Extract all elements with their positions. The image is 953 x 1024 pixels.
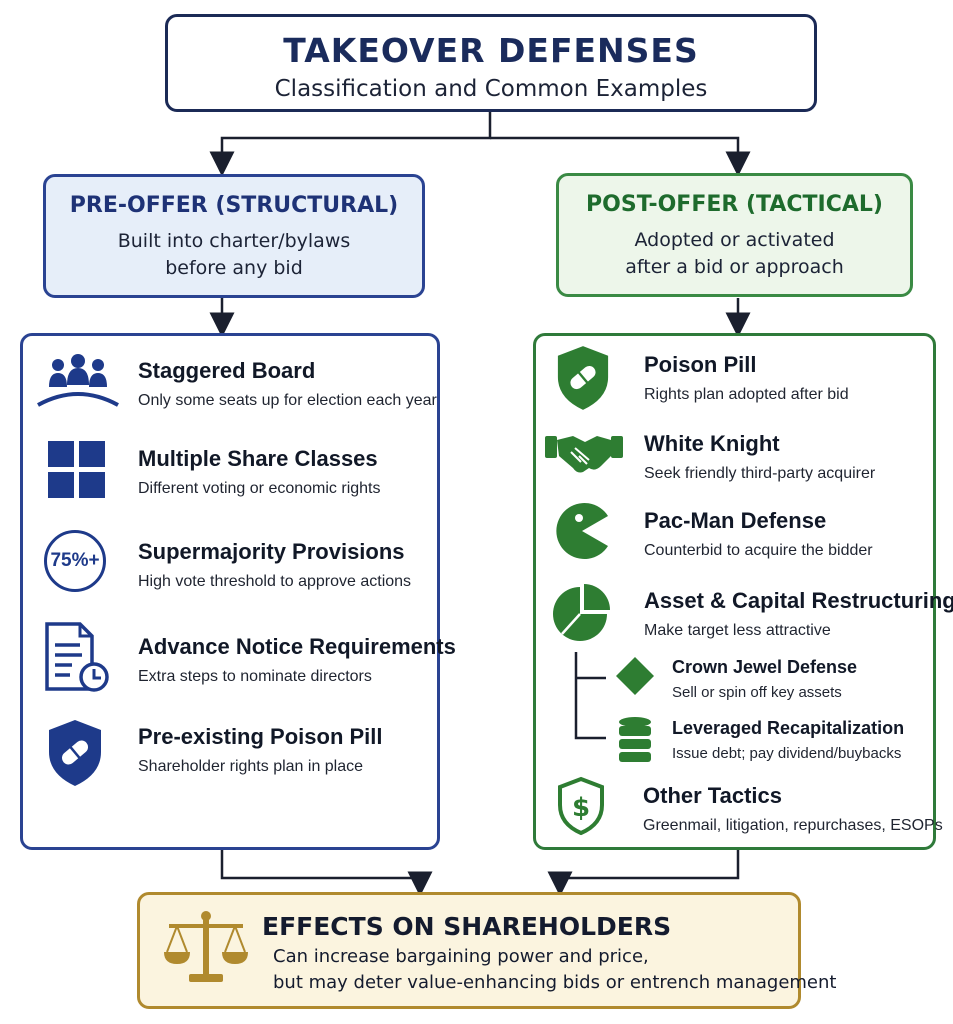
pre-item-supermajority: Supermajority Provisions High vote thres… [138,539,411,591]
shield-pill-icon [49,720,101,786]
item-name: Poison Pill [644,352,757,377]
title-to-split-connector [209,112,492,177]
handshake-icon [545,436,623,473]
item-desc: Shareholder rights plan in place [138,758,364,775]
pre-offer-desc-line1: Built into charter/bylaws [117,230,351,252]
item-desc: Sell or spin off key assets [672,684,842,701]
post-list-to-effects-connector [547,850,740,897]
item-name: White Knight [644,431,780,456]
post-offer-desc-line1: Adopted or activated [634,229,835,251]
pre-list-to-effects-connector [220,850,433,897]
pre-item-advance-notice: Advance Notice Requirements Extra steps … [138,634,456,686]
post-item-asset-restructuring: Asset & Capital Restructuring Make targe… [644,588,953,640]
item-name: Multiple Share Classes [138,446,378,471]
item-desc: Extra steps to nominate directors [138,668,372,685]
effects-line2: but may deter value-enhancing bids or en… [273,972,837,993]
item-name: Advance Notice Requirements [138,634,456,659]
diamond-icon [616,657,654,695]
item-name: Crown Jewel Defense [672,657,858,677]
effects-box [137,892,801,1009]
post-item-pac-man: Pac-Man Defense Counterbid to acquire th… [644,508,873,560]
coin-stack-icon [619,717,651,762]
item-desc: Counterbid to acquire the bidder [644,542,873,559]
document-clock-icon [45,622,109,692]
post-offer-desc-line2: after a bid or approach [625,256,844,278]
item-desc: Rights plan adopted after bid [644,386,849,403]
item-desc: High vote threshold to approve actions [138,573,412,590]
pre-item-multiple-share-classes: Multiple Share Classes Different voting … [138,446,380,498]
pre-offer-box: PRE-OFFER (STRUCTURAL) Built into charte… [43,174,425,298]
subitem-bracket [574,652,606,740]
item-name: Other Tactics [643,783,782,808]
effects-line1: Can increase bargaining power and price, [273,946,649,967]
grid-squares-icon [48,441,105,498]
item-desc: Issue debt; pay dividend/buybacks [672,745,902,762]
pie-chart-icon [553,584,610,641]
pac-man-icon [556,503,608,559]
pre-offer-desc-line2: before any bid [165,257,303,279]
post-offer-box: POST-OFFER (TACTICAL) Adopted or activat… [556,173,913,297]
post-offer-heading: POST-OFFER (TACTICAL) [586,192,883,217]
item-name: Asset & Capital Restructuring [644,588,953,613]
post-subitem-crown-jewel: Crown Jewel Defense Sell or spin off key… [672,657,857,701]
svg-text:$: $ [572,793,590,823]
item-name: Staggered Board [138,358,316,383]
item-desc: Greenmail, litigation, repurchases, ESOP… [643,817,943,834]
post-item-white-knight: White Knight Seek friendly third-party a… [644,431,875,483]
split-to-post-connector [490,136,751,177]
item-desc: Seek friendly third-party acquirer [644,465,876,482]
post-item-poison-pill: Poison Pill Rights plan adopted after bi… [644,352,849,404]
effects-heading: EFFECTS ON SHAREHOLDERS [262,912,672,941]
item-name: Supermajority Provisions [138,539,405,564]
item-name: Pre-existing Poison Pill [138,724,383,749]
shield-pill-icon [557,346,609,410]
item-name: Pac-Man Defense [644,508,827,533]
75-percent-text: 75%+ [50,550,100,571]
title-box: TAKEOVER DEFENSES Classification and Com… [165,14,817,112]
75-percent-icon: 75%+ [44,530,106,592]
scales-icon [164,911,248,982]
pre-item-preexisting-poison-pill: Pre-existing Poison Pill Shareholder rig… [138,724,383,776]
item-desc: Different voting or economic rights [138,480,381,497]
diagram-subtitle: Classification and Common Examples [274,76,708,102]
item-name: Leveraged Recapitalization [672,718,905,738]
pre-item-staggered-board: Staggered Board Only some seats up for e… [138,358,437,410]
item-desc: Make target less attractive [644,622,831,639]
shield-dollar-icon: $ [558,776,604,836]
pre-offer-heading: PRE-OFFER (STRUCTURAL) [69,193,399,218]
item-desc: Only some seats up for election each yea… [138,392,437,409]
post-subitem-leveraged-recap: Leveraged Recapitalization Issue debt; p… [672,718,904,762]
board-members-icon [37,354,119,407]
post-item-other-tactics: Other Tactics Greenmail, litigation, rep… [643,783,943,835]
diagram-title: TAKEOVER DEFENSES [283,31,699,70]
